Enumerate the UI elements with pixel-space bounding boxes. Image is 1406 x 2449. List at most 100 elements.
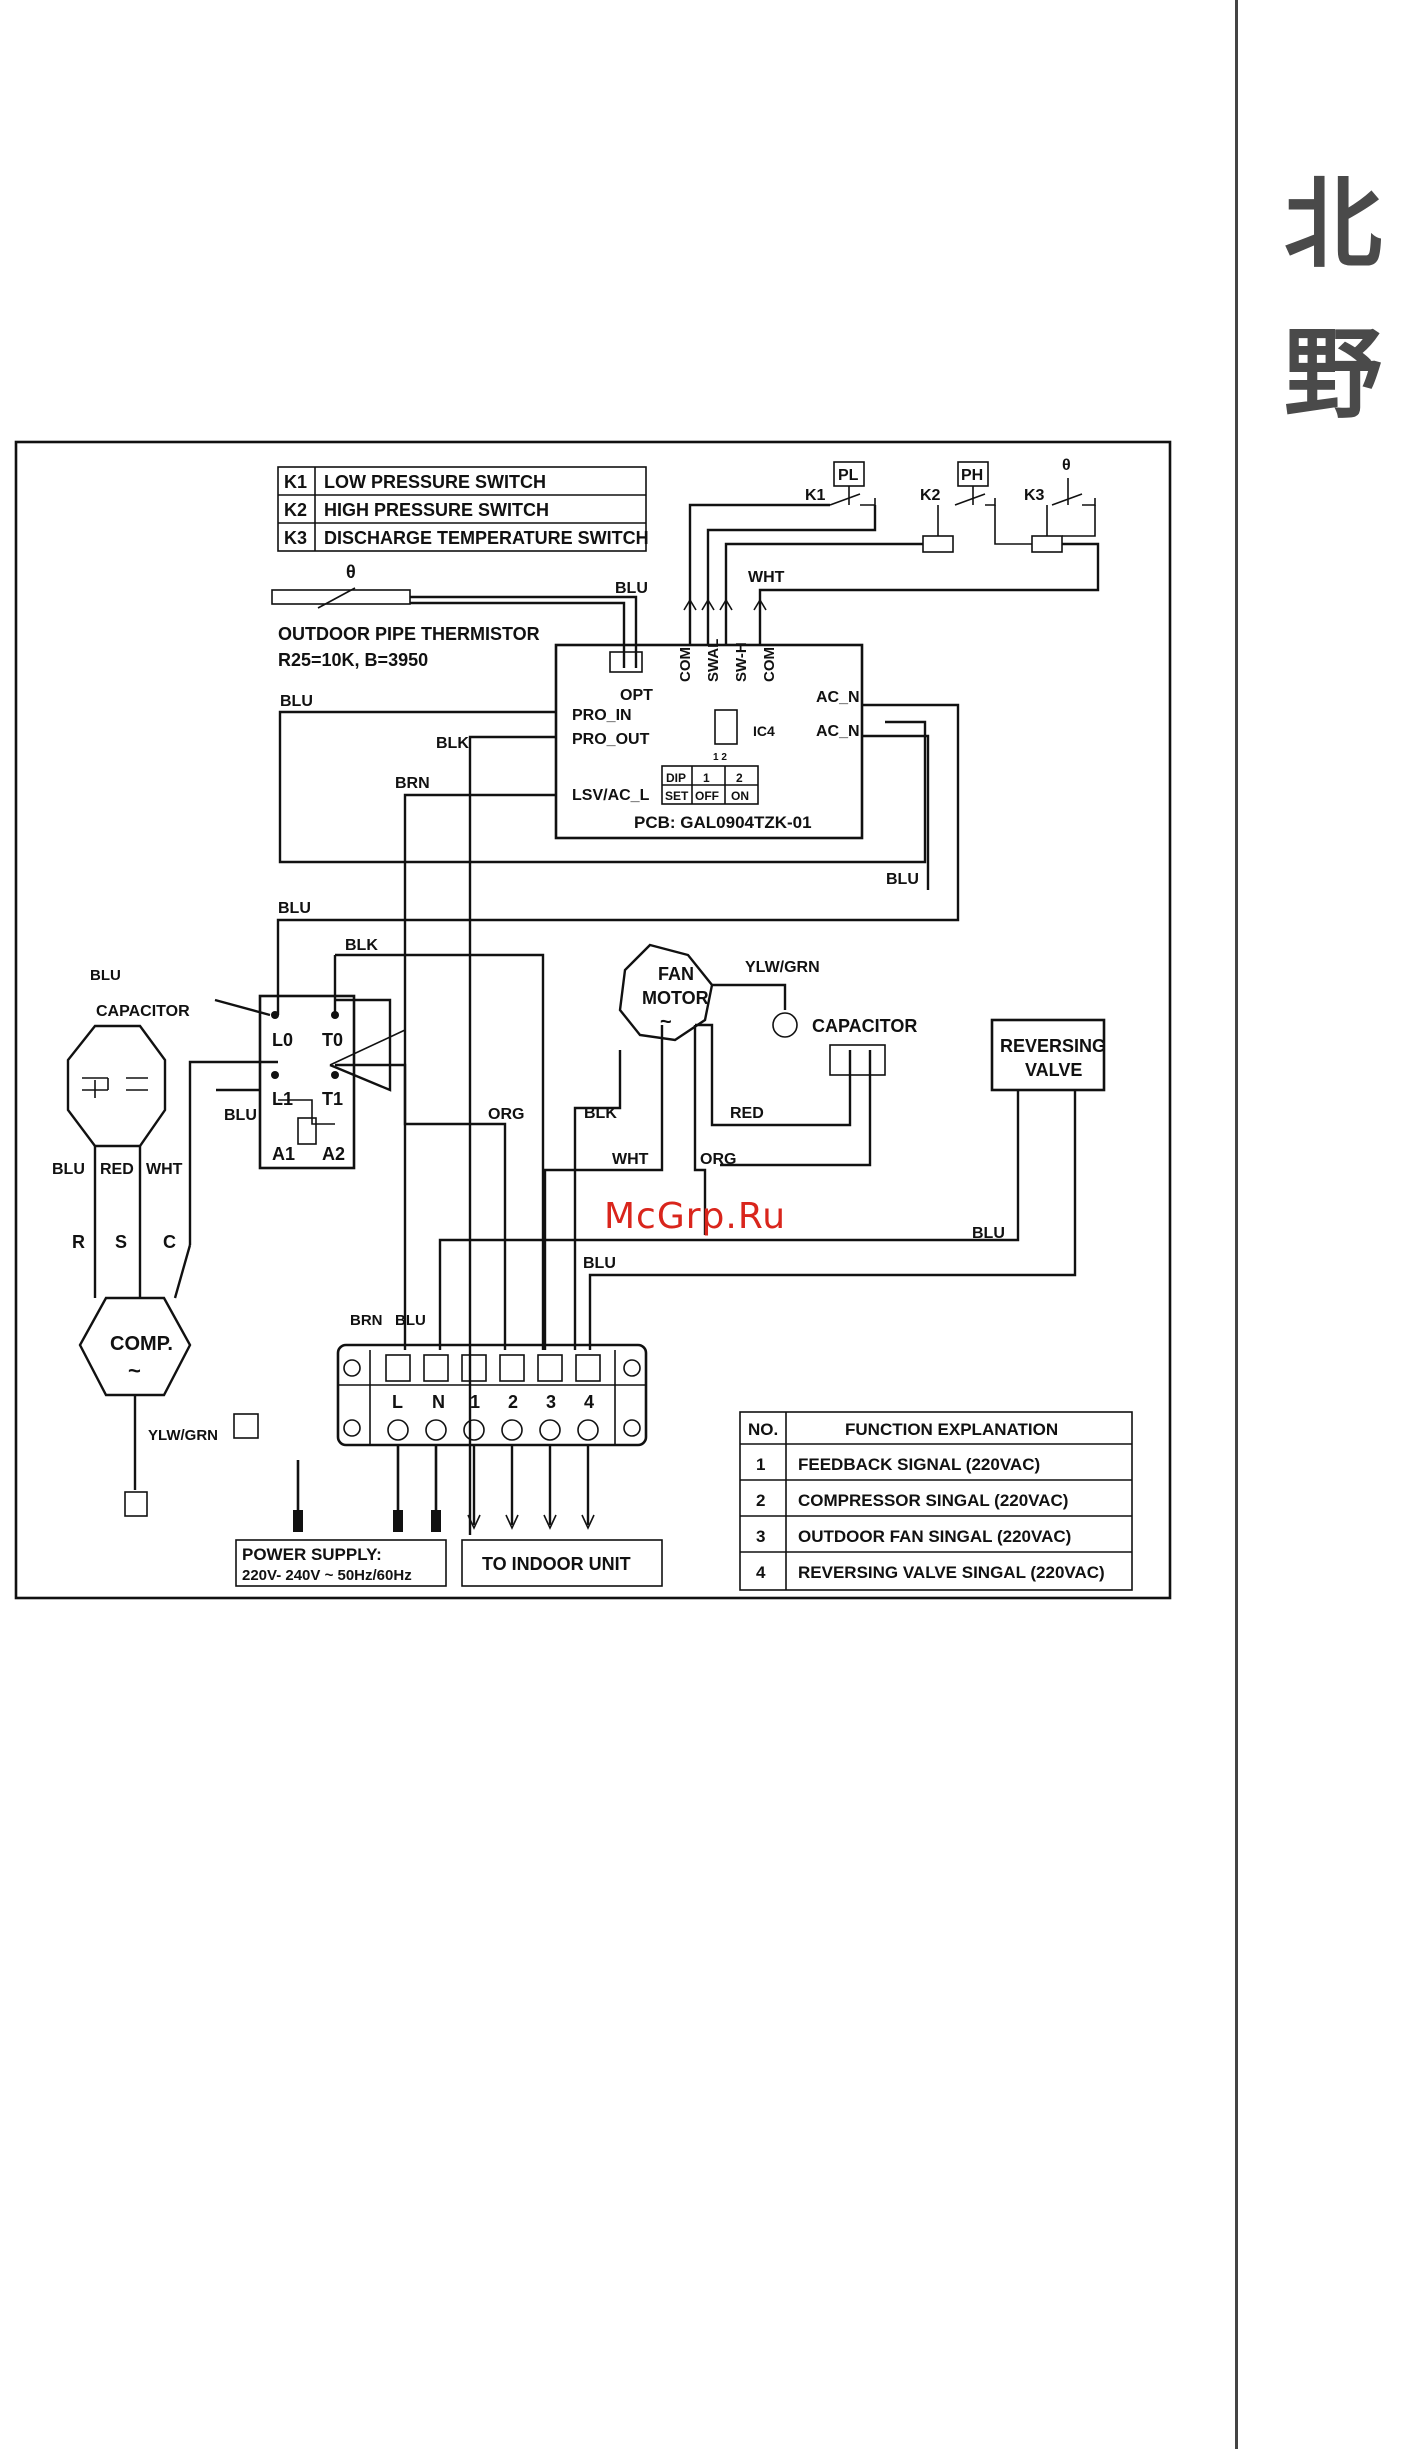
pcb-ic4-pins: 1 2	[713, 752, 727, 763]
legend-code-k2: K2	[284, 500, 307, 520]
terminal-block: BRN BLU L N 1 2 3 4	[293, 1312, 648, 1532]
wire-label-blu-2: BLU	[278, 900, 311, 917]
table-row-1-fn: FEEDBACK SIGNAL (220VAC)	[798, 1455, 1040, 1474]
switch-legend: K1 LOW PRESSURE SWITCH K2 HIGH PRESSURE …	[277, 466, 649, 552]
wire-label-brn-2: BRN	[350, 1312, 383, 1329]
pcb-ac-n-2: AC_N	[816, 723, 860, 740]
pcb-pin-com-1: COM	[677, 647, 694, 682]
switch-label-ph: PH	[961, 467, 983, 484]
wire-label-red-cap: RED	[100, 1161, 134, 1178]
wire-label-blk-1: BLK	[436, 735, 469, 752]
terminal-1: 1	[470, 1392, 480, 1412]
wire-label-wht-1: WHT	[612, 1151, 649, 1168]
terminal-l: L	[392, 1392, 403, 1412]
contactor-a1: A1	[272, 1144, 295, 1164]
terminal-4: 4	[584, 1392, 594, 1412]
wire-label-blu-cap: BLU	[52, 1161, 85, 1178]
fan-label-2: MOTOR	[642, 988, 709, 1008]
dip-r2: OFF	[695, 789, 719, 803]
comp-s: S	[115, 1232, 127, 1252]
wire-label-wht-cap: WHT	[146, 1161, 183, 1178]
pcb-pro-in: PRO_IN	[572, 707, 632, 724]
wire-label-blu-8: BLU	[395, 1312, 426, 1329]
wire-label-blu-6: BLU	[972, 1225, 1005, 1242]
wire-label-blu-7: BLU	[583, 1255, 616, 1272]
pcb-label: PCB: GAL0904TZK-01	[634, 813, 812, 832]
contactor-l1: L1	[272, 1089, 293, 1109]
pcb-lsv: LSV/AC_L	[572, 787, 650, 804]
contactor-t0: T0	[322, 1030, 343, 1050]
wire-label-blu-1: BLU	[280, 693, 313, 710]
wire-runs: BLU BLK BRN BLU BLU BLK ORG BLU BLU BLK …	[90, 693, 1077, 1535]
terminal-2: 2	[508, 1392, 518, 1412]
wire-label-blk-2: BLK	[345, 937, 378, 954]
capacitor-label: CAPACITOR	[96, 1003, 190, 1020]
wire-label-org-1: ORG	[488, 1106, 524, 1123]
outdoor-pipe-thermistor: θ OUTDOOR PIPE THERMISTOR R25=10K, B=395…	[271, 562, 648, 670]
table-row-4-no: 4	[756, 1563, 766, 1582]
fan-capacitor-label: CAPACITOR	[812, 1016, 917, 1036]
fan-symbol: ~	[660, 1011, 672, 1033]
dip-h3: 2	[736, 771, 743, 785]
pcb-opt-label: OPT	[620, 687, 653, 704]
side-divider	[1235, 0, 1238, 2449]
legend-code-k3: K3	[284, 528, 307, 548]
pcb-pin-swal: SWAL	[705, 639, 722, 682]
thermistor-title: OUTDOOR PIPE THERMISTOR	[278, 624, 540, 644]
table-row-3-no: 3	[756, 1527, 765, 1546]
power-supply-line-1: POWER SUPPLY:	[242, 1545, 382, 1564]
switch-label-pl: PL	[838, 467, 859, 484]
wire-label-blk-3: BLK	[584, 1105, 617, 1122]
wire-label-org-2: ORG	[700, 1151, 736, 1168]
wire-label-blu-3: BLU	[886, 871, 919, 888]
to-indoor-label: TO INDOOR UNIT	[482, 1554, 631, 1574]
fan-motor: FAN MOTOR ~ YLW/GRN CAPACITOR	[618, 943, 917, 1076]
contactor-t1: T1	[322, 1089, 343, 1109]
contactor: L0 T0 L1 T1 A1 A2	[258, 994, 356, 1170]
fan-label-1: FAN	[658, 964, 694, 984]
table-row-1-no: 1	[756, 1455, 765, 1474]
table-header-no: NO.	[748, 1420, 778, 1439]
wiring-diagram: K1 LOW PRESSURE SWITCH K2 HIGH PRESSURE …	[14, 440, 1172, 1600]
contactor-a2: A2	[322, 1144, 345, 1164]
dip-r1: SET	[665, 789, 689, 803]
compressor: R S C COMP. ~ YLW/GRN	[72, 1232, 259, 1517]
wire-label-red: RED	[730, 1105, 764, 1122]
thermistor-theta: θ	[346, 562, 356, 582]
power-supply-box: POWER SUPPLY: 220V- 240V ~ 50Hz/60Hz	[235, 1539, 447, 1587]
pcb-pin-com-2: COM	[761, 647, 778, 682]
brand-logo: 北 野	[1268, 150, 1398, 450]
wire-label-brn-1: BRN	[395, 775, 430, 792]
comp-c: C	[163, 1232, 176, 1252]
pcb-pro-out: PRO_OUT	[572, 731, 650, 748]
protection-switches: PL K1 PH K2 θ K3 WHT	[688, 457, 1100, 600]
wire-label-blu-5: BLU	[90, 967, 121, 984]
brand-char-2: 野	[1283, 317, 1382, 432]
pcb-ac-n-1: AC_N	[816, 689, 860, 706]
legend-desc-k2: HIGH PRESSURE SWITCH	[324, 500, 549, 520]
table-row-3-fn: OUTDOOR FAN SINGAL (220VAC)	[798, 1527, 1071, 1546]
wire-label-ylwgrn-comp: YLW/GRN	[148, 1427, 218, 1444]
legend-desc-k3: DISCHARGE TEMPERATURE SWITCH	[324, 528, 649, 548]
table-row-2-fn: COMPRESSOR SINGAL (220VAC)	[798, 1491, 1068, 1510]
compressor-capacitor: CAPACITOR BLU RED WHT	[52, 1003, 192, 1299]
thermistor-spec: R25=10K, B=3950	[278, 650, 428, 670]
diagram-frame	[14, 440, 1172, 1600]
comp-label: COMP.	[110, 1333, 173, 1355]
pcb-ic4: IC4	[753, 723, 775, 739]
table-row-2-no: 2	[756, 1491, 765, 1510]
pcb-pin-swh: SW-H	[733, 642, 750, 682]
wire-label-wht-switch: WHT	[748, 569, 785, 586]
power-supply-line-2: 220V- 240V ~ 50Hz/60Hz	[242, 1567, 412, 1584]
comp-symbol: ~	[128, 1358, 141, 1383]
table-header-fn: FUNCTION EXPLANATION	[845, 1420, 1058, 1439]
switch-label-k3: K3	[1024, 487, 1045, 504]
terminal-3: 3	[546, 1392, 556, 1412]
function-table: NO. FUNCTION EXPLANATION 1 FEEDBACK SIGN…	[739, 1411, 1133, 1591]
watermark-text: McGrp.Ru	[604, 1196, 787, 1237]
wire-label-blu-thermistor: BLU	[615, 580, 648, 597]
legend-desc-k1: LOW PRESSURE SWITCH	[324, 472, 546, 492]
switch-label-theta: θ	[1062, 457, 1071, 474]
rv-label-2: VALVE	[1025, 1060, 1082, 1080]
to-indoor-unit-box: TO INDOOR UNIT	[461, 1539, 663, 1587]
